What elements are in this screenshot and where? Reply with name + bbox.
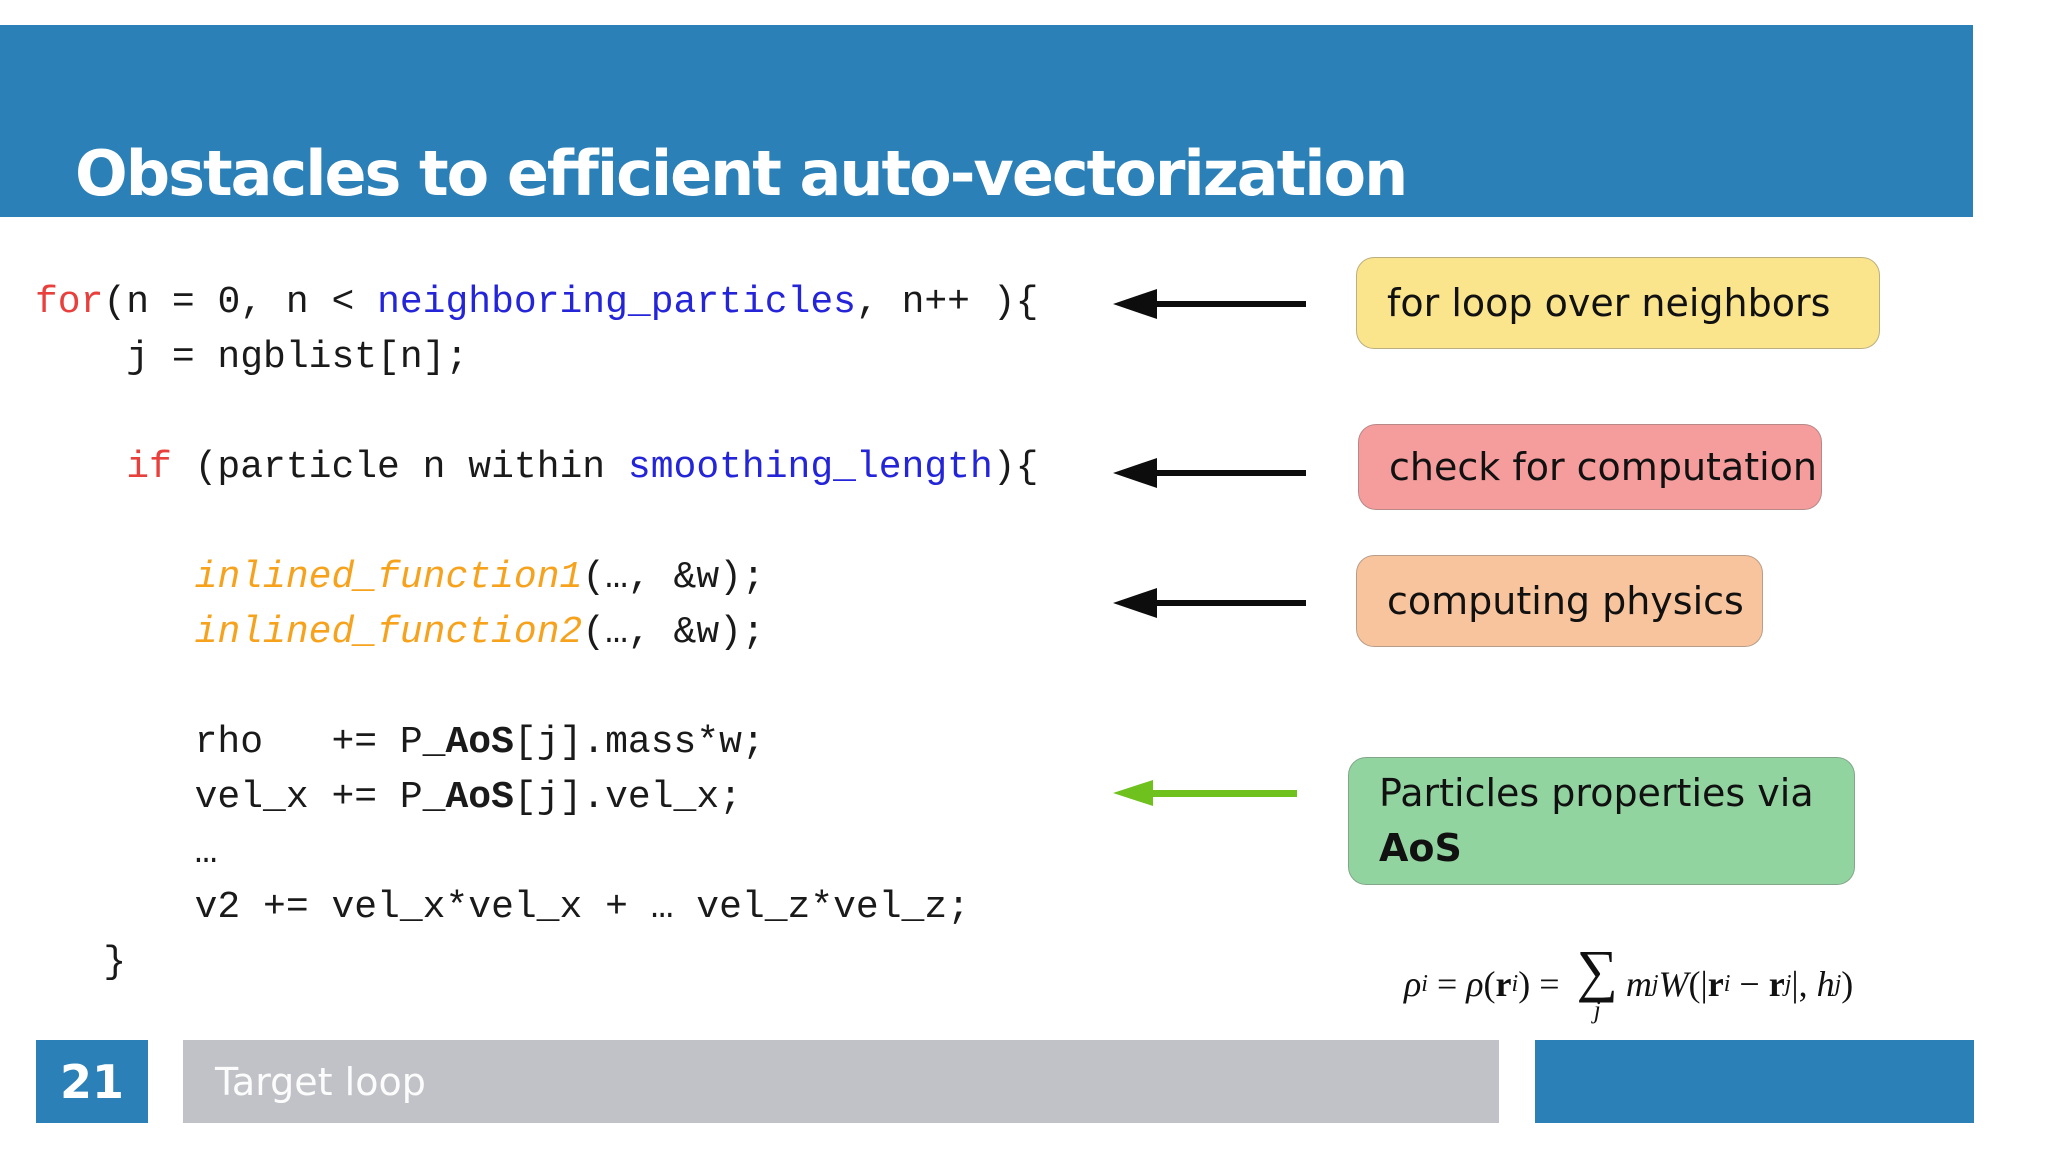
code-line: } [35, 935, 1038, 990]
code-line: v2 += vel_x*vel_x + … vel_z*vel_z; [35, 880, 1038, 935]
code-line [35, 385, 1038, 440]
code-token: (…, &w); [582, 611, 765, 654]
callout-check-for-computation: check for computation [1358, 424, 1822, 510]
code-block: for(n = 0, n < neighboring_particles, n+… [35, 275, 1038, 990]
code-line: for(n = 0, n < neighboring_particles, n+… [35, 275, 1038, 330]
code-token-kw: for [35, 281, 104, 324]
formula-token: ) = [1518, 964, 1569, 1004]
arrowhead-icon [1113, 458, 1157, 488]
arrow-shaft [1157, 470, 1306, 476]
arrow-left-icon [1113, 588, 1306, 618]
callout-for-loop-over-neighbors: for loop over neighbors [1356, 257, 1880, 349]
code-line: rho += P_AoS[j].mass*w; [35, 715, 1038, 770]
formula-token: h [1816, 964, 1835, 1004]
code-token: [j].mass*w; [513, 721, 765, 764]
code-line: inlined_function2(…, &w); [35, 605, 1038, 660]
page-number: 21 [59, 1054, 124, 1109]
code-token-b: _AoS [422, 776, 514, 819]
code-token-id: neighboring_particles [377, 281, 856, 324]
code-token: [j].vel_x; [513, 776, 742, 819]
code-token: (n = 0, n < [103, 281, 378, 324]
formula-token: ( [1483, 964, 1496, 1004]
callout-text: Particles properties via [1379, 771, 1814, 815]
code-token-fn: inlined_function2 [194, 611, 583, 654]
code-token: (particle n within [171, 446, 628, 489]
callout-computing-physics: computing physics [1356, 555, 1763, 647]
arrow-shaft [1157, 600, 1306, 606]
arrow-left-icon [1113, 289, 1306, 319]
formula-token: ρ [1466, 964, 1484, 1004]
footer-bar: Target loop [183, 1040, 1499, 1123]
footer-accent-bar [1535, 1040, 1974, 1123]
formula-token: j [1593, 997, 1601, 1024]
code-line: if (particle n within smoothing_length){ [35, 440, 1038, 495]
callout-text: check for computation [1389, 444, 1818, 489]
code-token-b: _AoS [422, 721, 514, 764]
formula-token: ρ [1404, 964, 1422, 1004]
code-token-kw: if [126, 446, 172, 489]
code-line: vel_x += P_AoS[j].vel_x; [35, 770, 1038, 825]
arrowhead-icon [1113, 780, 1153, 806]
code-token [35, 611, 195, 654]
code-token [35, 556, 195, 599]
formula-token: ∑ [1576, 938, 1618, 1003]
formula-token: m [1625, 964, 1652, 1004]
formula-token: = [1427, 964, 1467, 1004]
formula-token: r [1707, 964, 1724, 1004]
code-token [35, 446, 126, 489]
formula-token: ) [1841, 964, 1854, 1004]
formula-token: W [1658, 964, 1689, 1004]
code-line [35, 495, 1038, 550]
callout-text: computing physics [1387, 578, 1744, 623]
summation-symbol: ∑j [1576, 938, 1618, 1024]
callout-text: for loop over neighbors [1387, 280, 1831, 325]
formula-token: (| [1688, 964, 1708, 1004]
code-token: } [35, 941, 127, 984]
code-token: … [35, 831, 218, 874]
code-line: j = ngblist[n]; [35, 330, 1038, 385]
arrowhead-icon [1113, 289, 1157, 319]
code-line: … [35, 825, 1038, 880]
code-token: vel_x += P [35, 776, 423, 819]
formula-token: r [1495, 964, 1512, 1004]
code-token-fn: inlined_function1 [194, 556, 583, 599]
footer-label: Target loop [215, 1059, 426, 1104]
formula-token: r [1768, 964, 1785, 1004]
arrow-left-icon [1113, 458, 1306, 488]
formula-token: − [1730, 964, 1769, 1004]
code-token: (…, &w); [582, 556, 765, 599]
code-line: inlined_function1(…, &w); [35, 550, 1038, 605]
slide-header: Obstacles to efficient auto-vectorizatio… [0, 25, 1973, 217]
page-title: Obstacles to efficient auto-vectorizatio… [75, 137, 1408, 210]
code-token: j = ngblist[n]; [35, 336, 469, 379]
code-token-id: smoothing_length [627, 446, 993, 489]
arrowhead-icon [1113, 588, 1157, 618]
green-arrow-left-icon [1113, 780, 1297, 806]
arrow-shaft [1157, 301, 1306, 307]
code-line [35, 660, 1038, 715]
code-token: rho += P [35, 721, 423, 764]
code-token: , n++ ){ [855, 281, 1039, 324]
callout-text: AoS [1379, 826, 1462, 870]
arrow-shaft [1153, 789, 1297, 797]
code-token: v2 += vel_x*vel_x + … vel_z*vel_z; [35, 886, 970, 929]
formula-token: |, [1791, 964, 1817, 1004]
page-number-badge: 21 [36, 1040, 148, 1123]
code-token: ){ [992, 446, 1039, 489]
